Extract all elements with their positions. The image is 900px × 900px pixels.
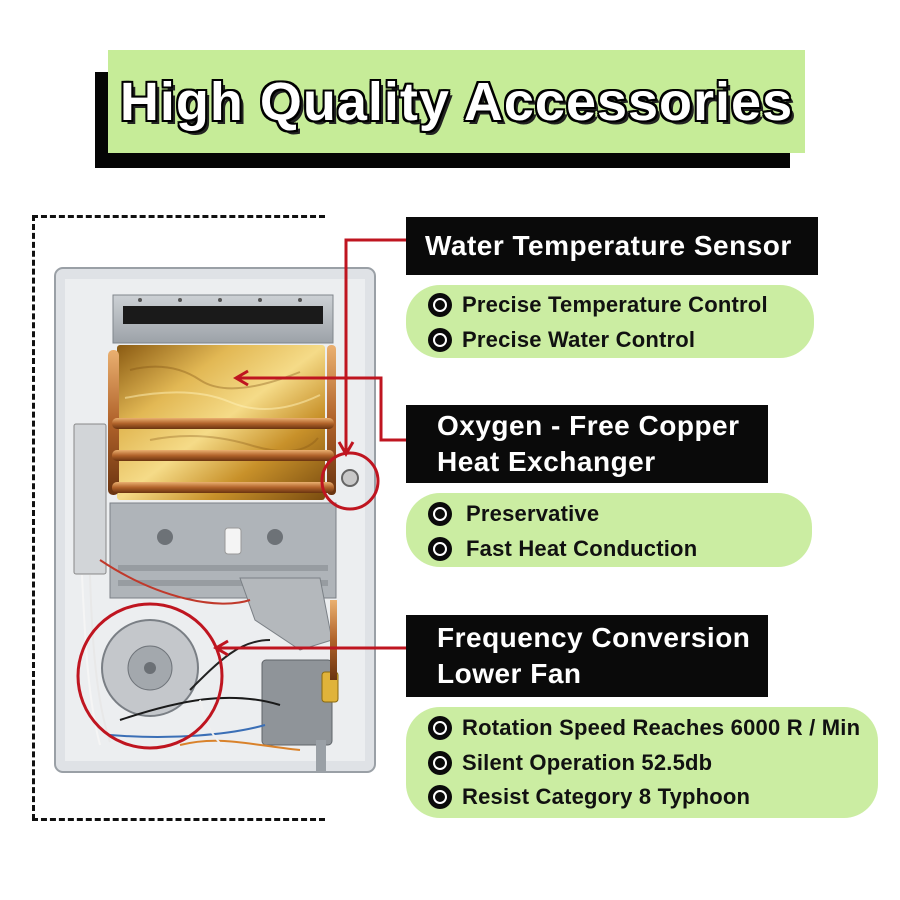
- list-item-text: Fast Heat Conduction: [466, 535, 698, 561]
- label-heat-exchanger: Oxygen - Free Copper Heat Exchanger: [406, 405, 768, 483]
- dashed-frame-bottom: [32, 818, 325, 821]
- callout-line-temperature-sensor: [337, 238, 406, 457]
- flue-hole: [218, 298, 222, 302]
- list-item: Fast Heat Conduction: [428, 531, 812, 566]
- burner-rib: [118, 565, 328, 571]
- wire-white: [81, 574, 101, 746]
- feature-list-fan: Rotation Speed Reaches 6000 R / Min Sile…: [406, 707, 878, 818]
- burner-box: [109, 502, 337, 599]
- copper-tube-left: [108, 350, 119, 495]
- callout-circle-temperature-sensor: [320, 451, 380, 511]
- fan-hub: [144, 662, 156, 674]
- list-item: Preservative: [428, 496, 812, 531]
- callout-line-heat-exchanger: [233, 369, 406, 442]
- label-water-temperature-sensor: Water Temperature Sensor: [406, 217, 818, 275]
- valve-coil: [321, 671, 339, 703]
- list-item-text: Resist Category 8 Typhoon: [462, 784, 751, 810]
- burner-hole: [267, 529, 283, 545]
- wire-blue: [109, 724, 266, 738]
- list-item: Rotation Speed Reaches 6000 R / Min: [428, 711, 878, 746]
- copper-tube: [112, 418, 334, 429]
- ignition-box: [73, 423, 107, 575]
- dashed-frame-left: [32, 215, 35, 820]
- foil-wrinkle: [129, 365, 301, 390]
- list-item-text: Rotation Speed Reaches 6000 R / Min: [462, 715, 861, 741]
- foil-wrinkle: [149, 435, 319, 453]
- fan-motor: [127, 645, 173, 691]
- heater-casing: [54, 267, 376, 773]
- wire-black: [119, 696, 281, 721]
- copper-heat-exchanger: [108, 345, 336, 500]
- page-title: High Quality Accessories: [119, 71, 794, 132]
- wiring-harness: [81, 559, 301, 751]
- target-bullet-icon: [428, 750, 452, 775]
- list-item-text: Precise Water Control: [462, 326, 696, 352]
- target-bullet-icon: [428, 785, 452, 810]
- list-item: Precise Water Control: [428, 323, 814, 358]
- flue-hole: [298, 298, 302, 302]
- burner-hole: [157, 529, 173, 545]
- gas-inlet-pipe: [316, 740, 326, 772]
- foil-wrinkle: [124, 391, 321, 411]
- label-heading-line: Lower Fan: [437, 658, 582, 689]
- copper-tube: [112, 482, 334, 493]
- label-heading-line: Heat Exchanger: [437, 446, 656, 477]
- target-bullet-icon: [428, 536, 452, 561]
- burner-rib: [118, 580, 328, 586]
- flue-hood: [112, 294, 334, 344]
- wire-orange: [179, 739, 301, 751]
- heat-exchanger-fins: [117, 345, 325, 500]
- burner-connector: [224, 527, 242, 555]
- wire-black: [189, 639, 271, 691]
- flue-hood-plate: [112, 294, 334, 344]
- fan-housing: [101, 619, 199, 717]
- label-heading-line: Water Temperature Sensor: [425, 230, 792, 261]
- label-heading-line: Frequency Conversion: [437, 622, 751, 653]
- flue-hole: [138, 298, 142, 302]
- feature-list-temperature-sensor: Precise Temperature Control Precise Wate…: [406, 285, 814, 358]
- wire-white: [89, 574, 111, 743]
- frequency-conversion-fan: [101, 619, 199, 717]
- copper-tube-right: [327, 345, 336, 495]
- target-bullet-icon: [428, 327, 452, 352]
- wire-white: [199, 699, 226, 749]
- callout-circle-fan: [76, 602, 224, 750]
- flue-hole: [258, 298, 262, 302]
- gas-manifold: [239, 577, 333, 651]
- water-pipe: [330, 600, 337, 680]
- copper-tube: [112, 450, 334, 461]
- target-bullet-icon: [428, 293, 452, 318]
- target-bullet-icon: [428, 501, 452, 526]
- flue-hole: [178, 298, 182, 302]
- label-fan: Frequency Conversion Lower Fan: [406, 615, 768, 697]
- target-bullet-icon: [428, 716, 452, 741]
- list-item: Silent Operation 52.5db: [428, 746, 878, 781]
- list-item-text: Preservative: [466, 500, 600, 526]
- list-item: Precise Temperature Control: [428, 288, 814, 323]
- flue-slot: [123, 306, 323, 324]
- water-temperature-sensor: [341, 469, 359, 487]
- feature-list-heat-exchanger: Preservative Fast Heat Conduction: [406, 493, 812, 567]
- heater-back-panel: [65, 279, 365, 761]
- list-item: Resist Category 8 Typhoon: [428, 780, 878, 815]
- list-item-text: Silent Operation 52.5db: [462, 749, 713, 775]
- dashed-frame-top: [32, 215, 325, 218]
- list-item-text: Precise Temperature Control: [462, 292, 768, 318]
- gas-valve: [261, 659, 333, 746]
- burner-box-plate: [109, 502, 337, 599]
- wire-red: [99, 559, 251, 605]
- title-banner: High Quality Accessories: [108, 50, 805, 153]
- label-heading-line: Oxygen - Free Copper: [437, 410, 740, 441]
